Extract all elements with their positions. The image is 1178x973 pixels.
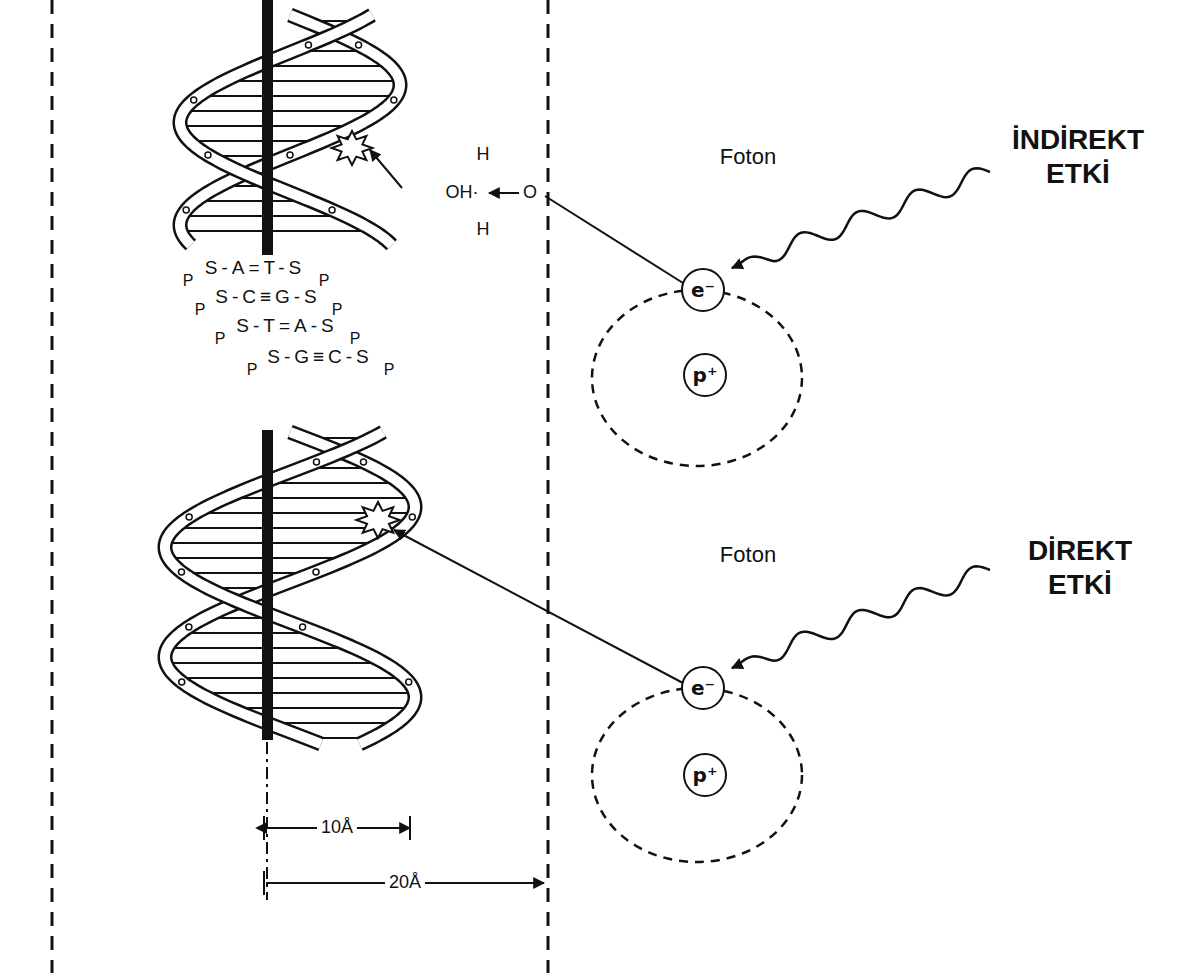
electron-circle: e⁻ — [681, 268, 725, 312]
base-pair-rung — [168, 557, 350, 559]
photon-wave — [732, 566, 990, 668]
photon-label: Foton — [720, 144, 776, 170]
sugar-phosphate-strand — [180, 15, 400, 245]
leader-line — [394, 530, 683, 683]
particle-symbol: p⁺ — [693, 365, 718, 385]
dimension-tick — [263, 816, 265, 840]
phosphate-dot — [356, 42, 362, 48]
dimension-tick — [263, 871, 265, 895]
base-pair-rung — [166, 662, 384, 664]
boundary-line — [547, 0, 550, 973]
base-pair-rung — [165, 542, 381, 544]
phosphate-dot — [186, 624, 192, 630]
strand-break — [356, 502, 399, 538]
photon-waves — [732, 168, 990, 668]
effect-title: İNDİREKT ETKİ — [993, 123, 1163, 190]
helix-axis — [262, 0, 273, 255]
phosphate-dot — [205, 152, 211, 158]
effect-title: DİREKT ETKİ — [995, 534, 1165, 601]
proton-circle: p⁺ — [683, 753, 727, 797]
sugar-phosphate-strand — [165, 432, 415, 744]
particle-symbol: e⁻ — [691, 280, 715, 300]
atom-symbol: H — [477, 219, 490, 241]
photon-wave — [732, 168, 990, 268]
phosphate-dot — [179, 679, 185, 685]
sugar-phosphate-strand — [165, 432, 415, 744]
sugar-phosphate-strand — [180, 15, 392, 245]
base-pair-rung — [184, 110, 382, 112]
base-pair-rung — [224, 80, 399, 82]
phosphate-dot — [360, 459, 366, 465]
sugar-phosphate-strand — [180, 15, 400, 245]
helix-axis — [262, 430, 273, 740]
atom-orbit — [592, 688, 802, 862]
atom-symbol: H — [477, 144, 490, 166]
proton-circle: p⁺ — [683, 353, 727, 397]
atom-orbit — [592, 290, 802, 466]
phosphate-dot — [183, 207, 189, 213]
base-pair-label: S-A=T-S — [205, 257, 305, 280]
radical-label: OH· — [446, 182, 479, 204]
base-pair-label: S-T=A-S — [236, 315, 337, 338]
base-pair-rung — [226, 497, 413, 499]
phosphate-dot — [329, 207, 335, 213]
center-line — [266, 742, 268, 900]
helix-segment — [165, 432, 415, 744]
phosphate-dot — [287, 152, 293, 158]
radical-arrow — [370, 150, 402, 188]
phosphate-dot — [313, 569, 319, 575]
phosphate-label: P — [215, 329, 226, 348]
dimension-label: 20Å — [385, 872, 425, 894]
sugar-phosphate-strand — [180, 15, 392, 245]
base-pair-rung — [181, 230, 374, 232]
phosphate-dot — [179, 569, 185, 575]
photon-label: Foton — [720, 542, 776, 568]
dna-helix — [165, 15, 415, 744]
phosphate-dot — [409, 514, 415, 520]
sugar-phosphate-strand — [165, 432, 415, 744]
radical-arrow — [489, 192, 519, 194]
dimension-label: 10Å — [317, 817, 357, 839]
phosphate-dot — [191, 97, 197, 103]
phosphate-dot — [313, 459, 319, 465]
particle-symbol: e⁻ — [691, 678, 715, 698]
phosphate-dot — [406, 679, 412, 685]
electron-circle: e⁻ — [681, 666, 725, 710]
base-pair-rung — [199, 692, 415, 694]
sugar-phosphate-strand — [165, 432, 415, 744]
damage-marks — [332, 131, 400, 538]
phosphate-dot — [305, 42, 311, 48]
phosphate-label: P — [247, 360, 258, 379]
base-pair-label: S-G≡C-S — [267, 346, 373, 369]
dimension-tick — [409, 816, 411, 840]
atom-symbol: O — [523, 182, 537, 204]
helix-segment — [180, 15, 400, 245]
particle-symbol: p⁺ — [693, 765, 718, 785]
phosphate-dot — [300, 624, 306, 630]
phosphate-label: P — [384, 360, 395, 379]
base-pair-rung — [167, 647, 354, 649]
base-pair-rung — [199, 95, 397, 97]
phosphate-label: P — [183, 271, 194, 290]
base-pair-rung — [177, 677, 405, 679]
boundary-line — [51, 0, 54, 973]
phosphate-label: P — [195, 300, 206, 319]
base-pair-rung — [230, 707, 412, 709]
leader-line — [545, 196, 683, 283]
strand-break — [332, 131, 373, 165]
phosphate-dot — [391, 97, 397, 103]
base-pair-label: S-C≡G-S — [215, 286, 321, 309]
phosphate-dot — [186, 514, 192, 520]
